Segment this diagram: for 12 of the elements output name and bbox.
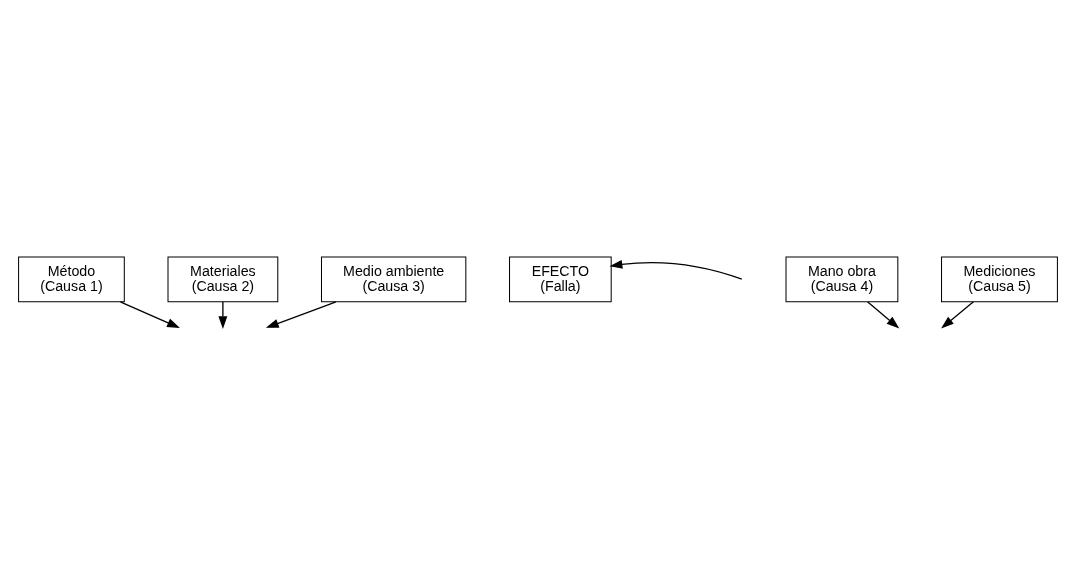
node-box: EFECTO (Falla)	[509, 256, 612, 303]
arrow	[941, 301, 974, 329]
arrow	[119, 301, 180, 328]
node-box: Materiales (Causa 2)	[167, 256, 279, 303]
arrow	[866, 301, 900, 329]
arrow	[609, 259, 743, 280]
node-box: Medio ambiente (Causa 3)	[321, 256, 467, 303]
node-box: Método (Causa 1)	[18, 256, 125, 303]
node-box: Mediciones (Causa 5)	[941, 256, 1058, 303]
arrow	[265, 301, 337, 328]
arrow	[218, 301, 228, 330]
node-box: Mano obra (Causa 4)	[785, 256, 899, 303]
